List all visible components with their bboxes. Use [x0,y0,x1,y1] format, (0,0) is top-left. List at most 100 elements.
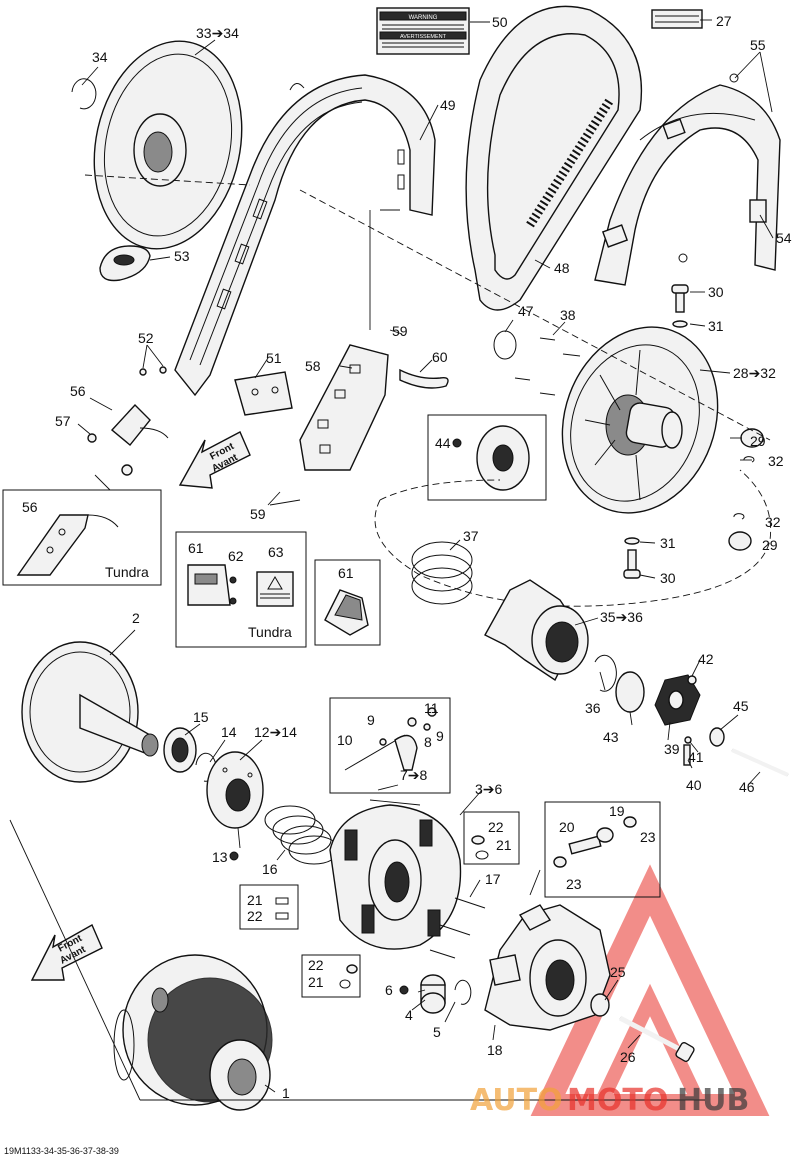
callout-4: 4 [405,1007,413,1023]
ring-36 [594,654,617,692]
bracket-51 [234,371,293,416]
callout-58: 58 [305,358,321,374]
callout-43: 43 [603,729,619,745]
callout-52: 52 [138,330,154,346]
callout-56-tundra: 56 [22,499,38,515]
callout-27: 27 [716,13,732,29]
callout-57: 57 [55,413,71,429]
callout-38: 38 [560,307,576,323]
callout-32-bottom: 32 [765,514,781,530]
screw-52a [139,368,147,376]
washer-9a [379,738,387,746]
callout-34: 34 [92,49,108,65]
bearing-box-44 [427,414,547,501]
front-direction-arrow-top: Front Avant [178,431,251,489]
warning-decal-title: WARNING [409,15,438,21]
screw-40 [683,744,691,766]
clip-60 [399,368,449,389]
slider-61 [324,589,369,636]
sliding-sheave-3 [329,804,462,950]
callout-12: 12➔14 [254,724,297,740]
spider-18 [484,904,611,1031]
leader-lines [9,19,774,1101]
callout-29-top: 29 [750,433,766,449]
callout-25: 25 [610,964,626,980]
washer-45 [709,727,725,747]
callout-37: 37 [463,528,479,544]
callout-19: 19 [609,803,625,819]
callout-23-bottom: 23 [566,876,582,892]
callout-28: 28➔32 [733,365,776,381]
callout-10: 10 [337,732,353,748]
nut-11 [427,707,437,717]
callout-42: 42 [698,651,714,667]
callout-56-top: 56 [70,383,86,399]
screw-57 [87,433,97,443]
callout-31-bottom: 31 [660,535,676,551]
bushing-4 [420,974,446,1014]
callout-46: 46 [739,779,755,795]
bushing-15 [163,727,197,773]
slider-box [314,559,381,646]
callout-21-bottom: 21 [308,974,324,990]
grease-drop-6 [399,985,409,995]
bearing-44 [476,425,530,491]
callout-51: 51 [266,350,282,366]
automotohub-watermark-text: AUTO MOTO HUB [470,1083,749,1118]
washer-41 [684,736,692,744]
callout-59-bottom: 59 [250,506,266,522]
washer-23-top [623,816,637,828]
tundra-bracket-56 [16,514,119,576]
callout-61: 61 [338,565,354,581]
callout-45: 45 [733,698,749,714]
callout-47: 47 [518,303,534,319]
lever-box [329,697,451,794]
front-direction-arrow-bottom: Front Avant [30,924,103,981]
callout-22-top: 22 [488,819,504,835]
tundra-bracket-box [2,489,162,586]
warning-decal-50: WARNING AVERTISSEMENT [376,7,470,55]
callout-18: 18 [487,1042,503,1058]
callout-31-top: 31 [708,318,724,334]
callout-23-top: 23 [640,829,656,845]
slider-shoe-53 [99,245,151,282]
bolt-30-top [671,284,689,313]
spring-16 [264,805,340,865]
cam-35 [484,579,589,682]
callout-53: 53 [174,248,190,264]
callout-32-top: 32 [768,453,784,469]
pin-20 [568,835,602,855]
callout-labels: 34 33➔34 53 50 27 55 49 54 48 30 31 28➔3… [22,13,792,1101]
callout-3: 3➔6 [475,781,503,797]
tundra-slider-box [175,531,307,648]
avertissement-decal-title: AVERTISSEMENT [400,34,447,40]
callout-41: 41 [688,749,704,765]
callout-33: 33➔34 [196,25,239,41]
spider-39 [654,674,701,726]
callout-6: 6 [385,982,393,998]
bolt-26 [618,1015,695,1063]
callout-50: 50 [492,14,508,30]
callout-40: 40 [686,777,702,793]
callout-29-bottom: 29 [762,537,778,553]
roller-box [544,801,661,898]
driven-pulley-28 [561,326,719,514]
cover-12 [206,751,264,829]
washer-31-bottom [624,537,640,545]
callout-48: 48 [554,260,570,276]
belt-guard-cover-54 [594,73,781,286]
lever-7 [394,734,418,771]
drive-belt-48 [465,5,643,311]
watermark-hub: HUB [677,1083,749,1118]
tundra-label-1: Tundra [105,564,149,580]
belt-guard-bracket-49 [174,74,436,397]
washer-31-top [672,320,688,328]
callout-20: 20 [559,819,575,835]
o-ring-47 [493,330,517,360]
clip-56 [110,403,169,446]
callout-49: 49 [440,97,456,113]
decal-27 [651,9,703,29]
callout-11: 11 [424,700,439,716]
screw-17 [429,897,486,959]
